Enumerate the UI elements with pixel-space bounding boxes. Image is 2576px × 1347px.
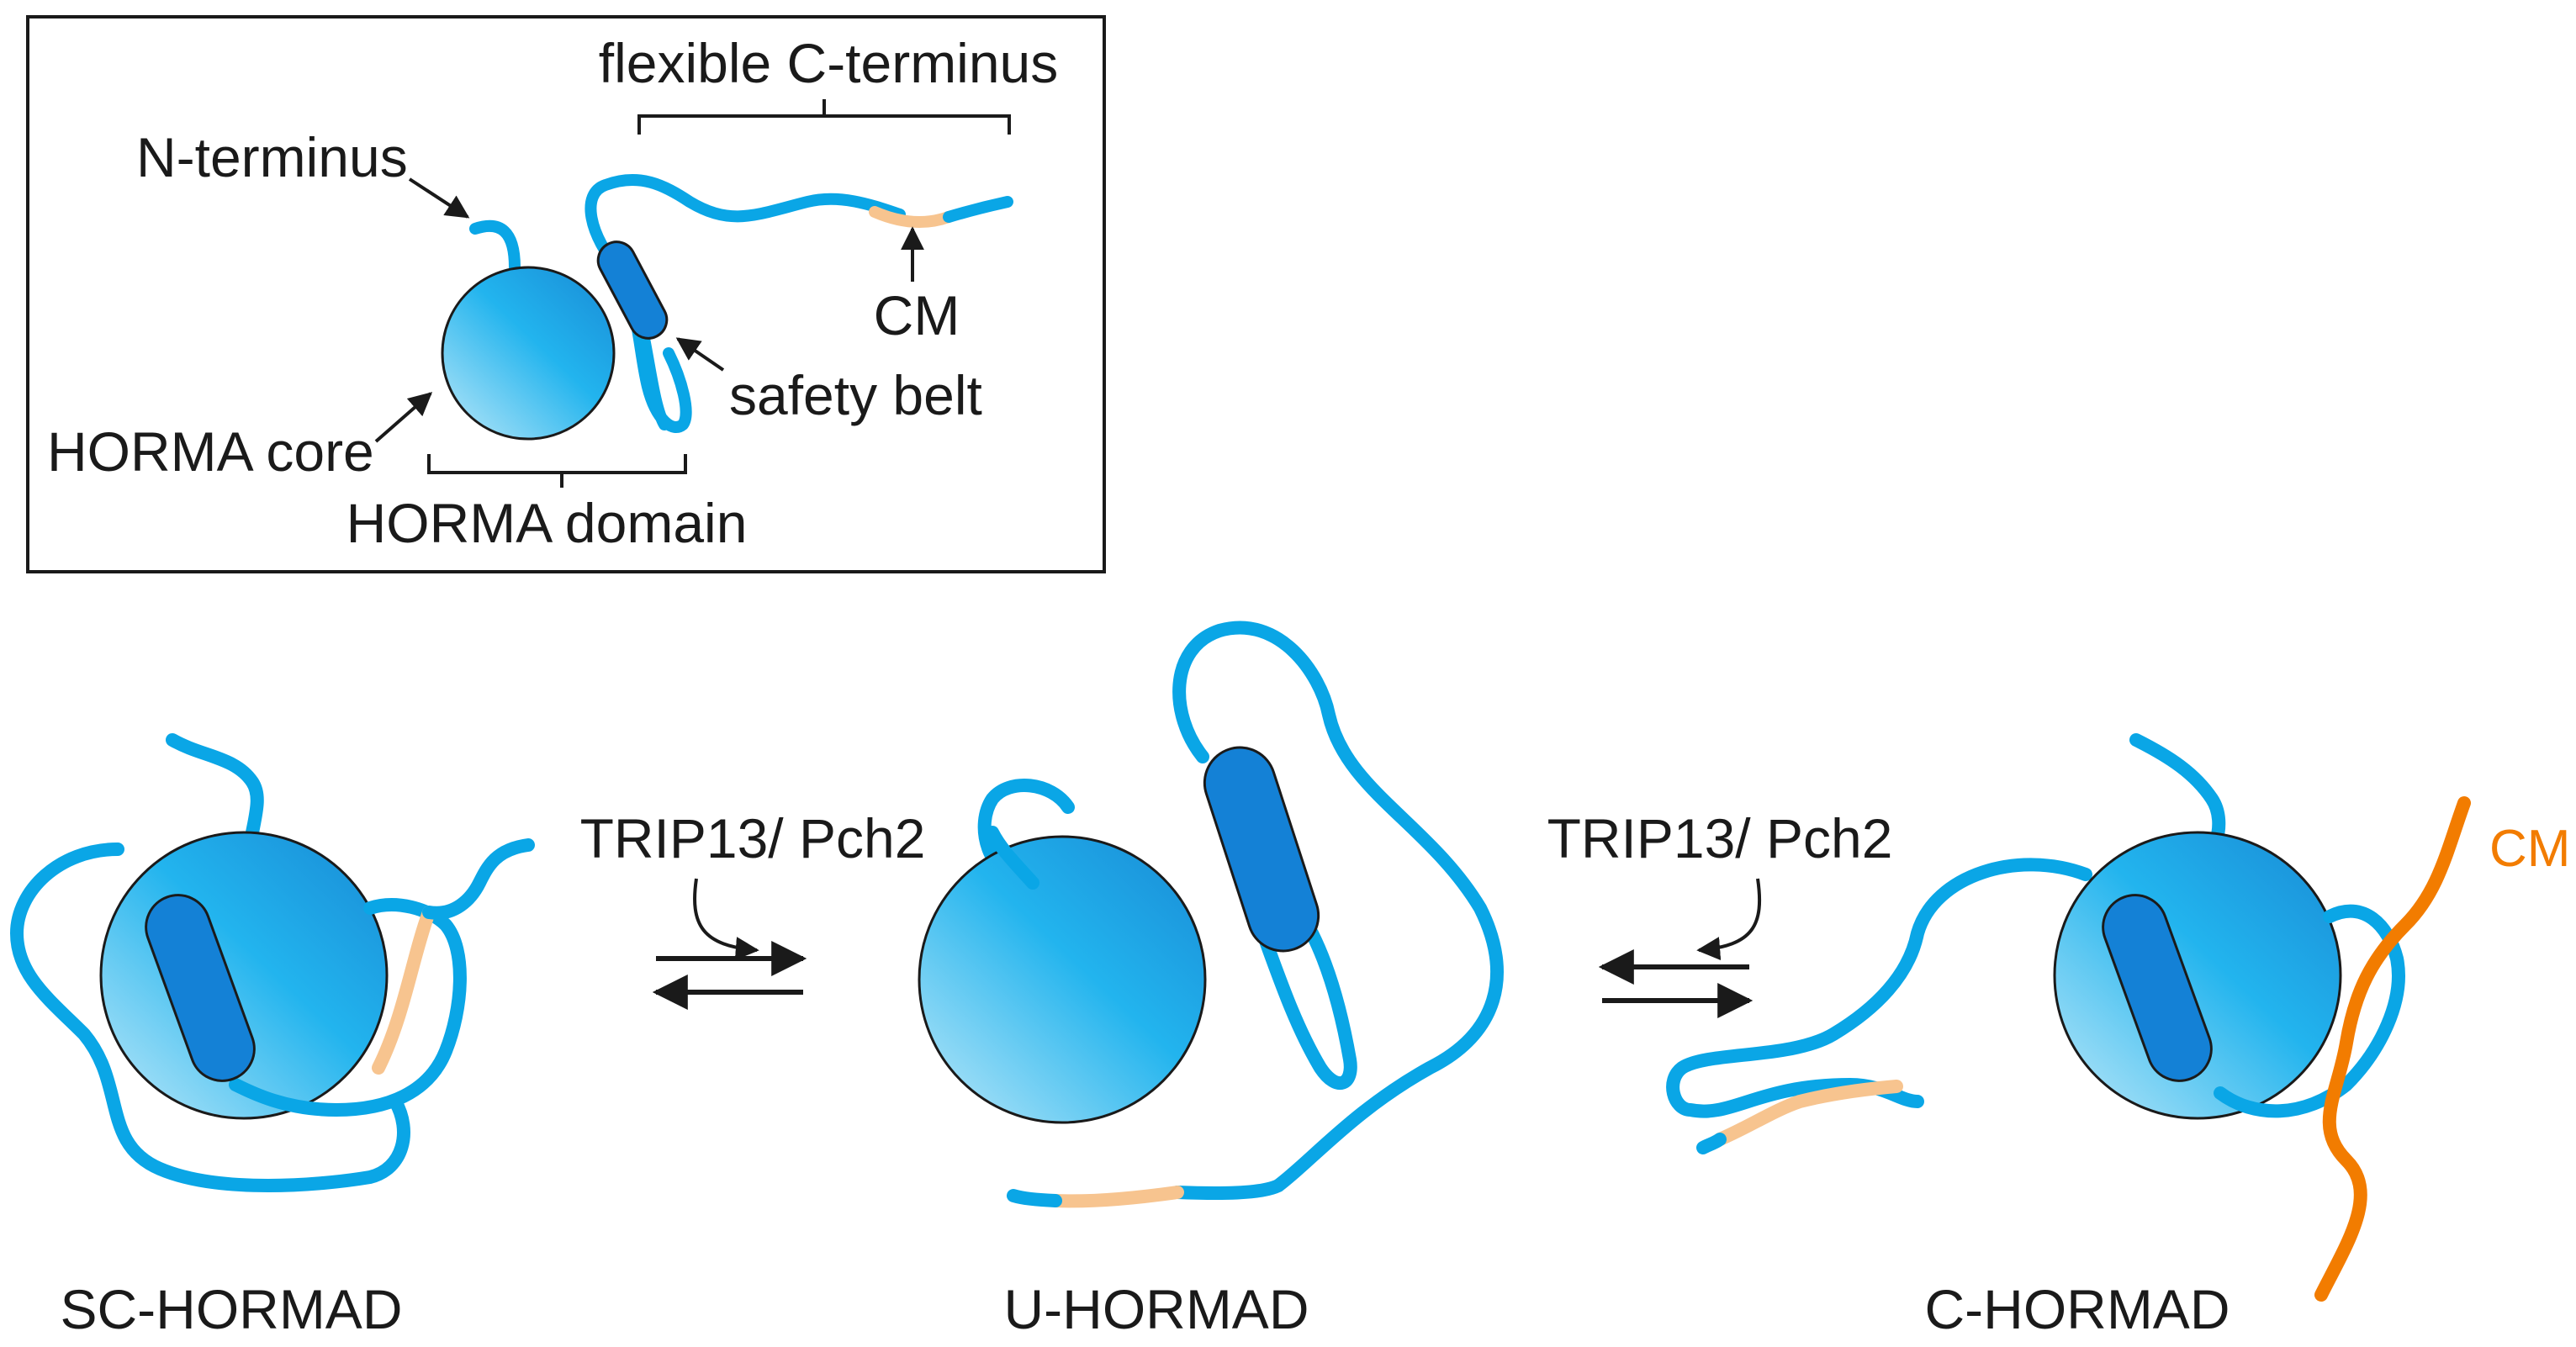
arrow-n-terminus: [408, 177, 470, 219]
u-horma-core: [918, 835, 1207, 1124]
enzyme-arrow-left: [693, 878, 759, 961]
arrow-safety-belt: [675, 337, 725, 372]
label-trip13-right: TRIP13/ Pch2: [1547, 807, 1893, 869]
label-safety-belt: safety belt: [729, 364, 982, 426]
c-n-terminal-tail: [2129, 733, 2226, 848]
label-trip13-left: TRIP13/ Pch2: [580, 807, 926, 869]
sc-horma-core: [99, 831, 389, 1120]
cm-segment-inset: [869, 206, 955, 228]
c-partner-cm-chain: [2314, 796, 2471, 1302]
c-cm-segment: [1713, 1080, 1903, 1146]
u-c-terminal-tail: [1171, 1179, 1285, 1201]
u-c-terminal-end: [1007, 1189, 1062, 1207]
c-safety-belt-chain: [2214, 904, 2405, 1118]
label-horma-domain: HORMA domain: [346, 492, 748, 554]
transition-left: TRIP13/ Pch2: [580, 807, 926, 1010]
label-flexible-c-terminus: flexible C-terminus: [599, 32, 1059, 94]
u-safety-belt-loop: [1172, 621, 1504, 1192]
c-safety-belt-helix: [2102, 894, 2213, 1082]
inset-panel: flexible C-terminus N-terminus CM safety…: [26, 15, 1106, 573]
sc-wrapping-chain: [10, 843, 410, 1192]
u-cm-segment: [1049, 1186, 1184, 1208]
bracket-horma-domain: [427, 454, 687, 488]
label-c-hormad: C-HORMAD: [1925, 1278, 2230, 1340]
u-n-terminal-over: [986, 826, 1039, 890]
horma-core-sphere: [441, 266, 616, 441]
sc-safety-belt-helix: [145, 894, 256, 1082]
label-partner-cm: CM: [2489, 820, 2570, 878]
sc-hormad-structure: SC-HORMAD: [10, 733, 535, 1340]
n-terminal-tail: [469, 219, 521, 273]
label-u-hormad: U-HORMAD: [1004, 1278, 1309, 1340]
label-sc-hormad: SC-HORMAD: [61, 1278, 403, 1340]
c-wrapping-chain: [1666, 858, 2092, 1118]
arrow-horma-core: [374, 392, 433, 443]
u-belt-return: [1253, 918, 1357, 1091]
u-hormad-structure: U-HORMAD: [918, 621, 1504, 1340]
transition-right: TRIP13/ Pch2: [1547, 807, 1893, 1018]
label-cm: CM: [874, 284, 960, 346]
safety-belt-helix: [596, 240, 669, 340]
sc-cm-segment: [372, 906, 436, 1075]
sc-n-terminal-tail: [166, 733, 264, 839]
enzyme-arrow-right: [1696, 878, 1762, 961]
c-c-terminal-end: [1696, 1133, 1727, 1154]
bracket-c-terminus: [637, 99, 1011, 135]
sc-c-terminal-tail: [422, 838, 535, 920]
label-horma-core: HORMA core: [47, 420, 374, 483]
label-n-terminus: N-terminus: [136, 126, 408, 188]
u-safety-belt-helix: [1203, 746, 1320, 953]
c-terminal-tail-inset: [943, 196, 1013, 223]
c-hormad-structure: CM C-HORMAD: [1666, 733, 2570, 1340]
